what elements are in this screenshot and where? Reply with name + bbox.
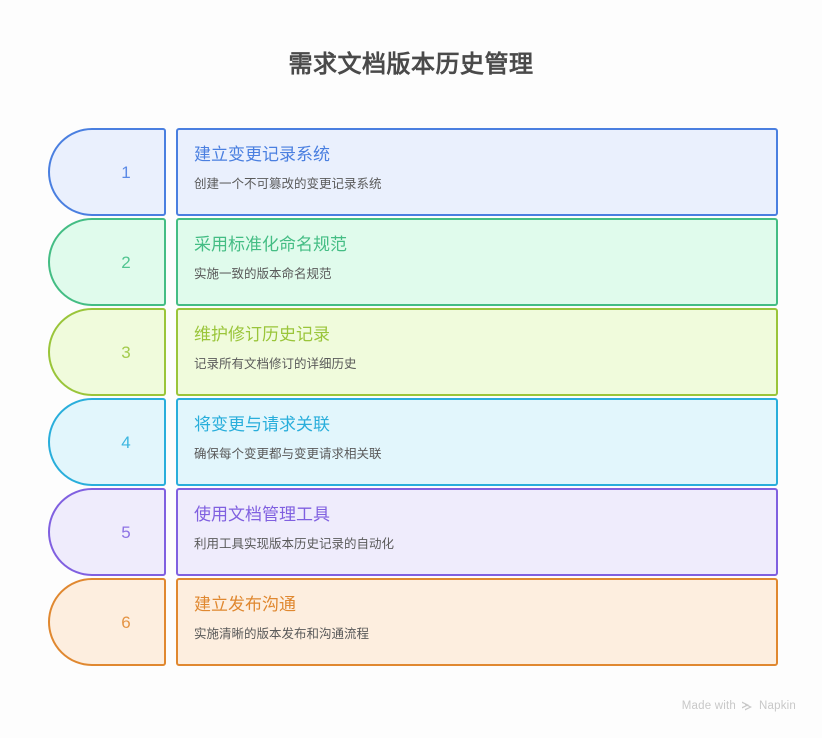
step-row: 3 维护修订历史记录记录所有文档修订的详细历史 bbox=[48, 308, 778, 398]
step-heading: 使用文档管理工具 bbox=[194, 505, 330, 524]
step-description: 实施清晰的版本发布和沟通流程 bbox=[194, 627, 370, 642]
step-heading: 将变更与请求关联 bbox=[194, 415, 330, 434]
step-card: 维护修订历史记录记录所有文档修订的详细历史 bbox=[176, 308, 778, 396]
step-number-badge: 3 bbox=[48, 308, 166, 396]
step-card: 建立发布沟通实施清晰的版本发布和沟通流程 bbox=[176, 578, 778, 666]
step-heading: 建立发布沟通 bbox=[194, 595, 296, 614]
step-number: 3 bbox=[121, 342, 131, 362]
napkin-brand-label: Napkin bbox=[759, 700, 796, 712]
step-number-badge: 1 bbox=[48, 128, 166, 216]
footer-watermark: Made with Napkin bbox=[682, 700, 796, 712]
step-heading: 建立变更记录系统 bbox=[194, 145, 330, 164]
step-number: 2 bbox=[121, 252, 131, 272]
step-heading: 采用标准化命名规范 bbox=[194, 235, 347, 254]
step-description: 实施一致的版本命名规范 bbox=[194, 267, 332, 282]
step-description: 记录所有文档修订的详细历史 bbox=[194, 357, 357, 372]
step-list: 1 建立变更记录系统创建一个不可篡改的变更记录系统 2 采用标准化命名规范实施一致的版… bbox=[48, 128, 778, 668]
step-row: 4 将变更与请求关联确保每个变更都与变更请求相关联 bbox=[48, 398, 778, 488]
step-row: 1 建立变更记录系统创建一个不可篡改的变更记录系统 bbox=[48, 128, 778, 218]
step-number-badge: 2 bbox=[48, 218, 166, 306]
step-heading: 维护修订历史记录 bbox=[194, 325, 330, 344]
made-with-label: Made with bbox=[681, 700, 736, 712]
step-row: 2 采用标准化命名规范实施一致的版本命名规范 bbox=[48, 218, 778, 308]
step-row: 6 建立发布沟通实施清晰的版本发布和沟通流程 bbox=[48, 578, 778, 668]
step-card: 将变更与请求关联确保每个变更都与变更请求相关联 bbox=[176, 398, 778, 486]
step-number-badge: 5 bbox=[48, 488, 166, 576]
step-number: 4 bbox=[121, 432, 131, 452]
step-description: 创建一个不可篡改的变更记录系统 bbox=[194, 177, 382, 192]
step-description: 确保每个变更都与变更请求相关联 bbox=[194, 447, 382, 462]
page-title: 需求文档版本历史管理 bbox=[288, 51, 534, 78]
napkin-chevron-icon bbox=[741, 700, 754, 712]
step-number: 1 bbox=[121, 162, 131, 182]
step-card: 使用文档管理工具利用工具实现版本历史记录的自动化 bbox=[176, 488, 778, 576]
step-description: 利用工具实现版本历史记录的自动化 bbox=[194, 537, 395, 552]
step-card: 建立变更记录系统创建一个不可篡改的变更记录系统 bbox=[176, 128, 778, 216]
step-row: 5 使用文档管理工具利用工具实现版本历史记录的自动化 bbox=[48, 488, 778, 578]
step-number: 6 bbox=[121, 612, 131, 632]
step-number-badge: 6 bbox=[48, 578, 166, 666]
step-card: 采用标准化命名规范实施一致的版本命名规范 bbox=[176, 218, 778, 306]
step-number: 5 bbox=[121, 522, 131, 542]
step-number-badge: 4 bbox=[48, 398, 166, 486]
